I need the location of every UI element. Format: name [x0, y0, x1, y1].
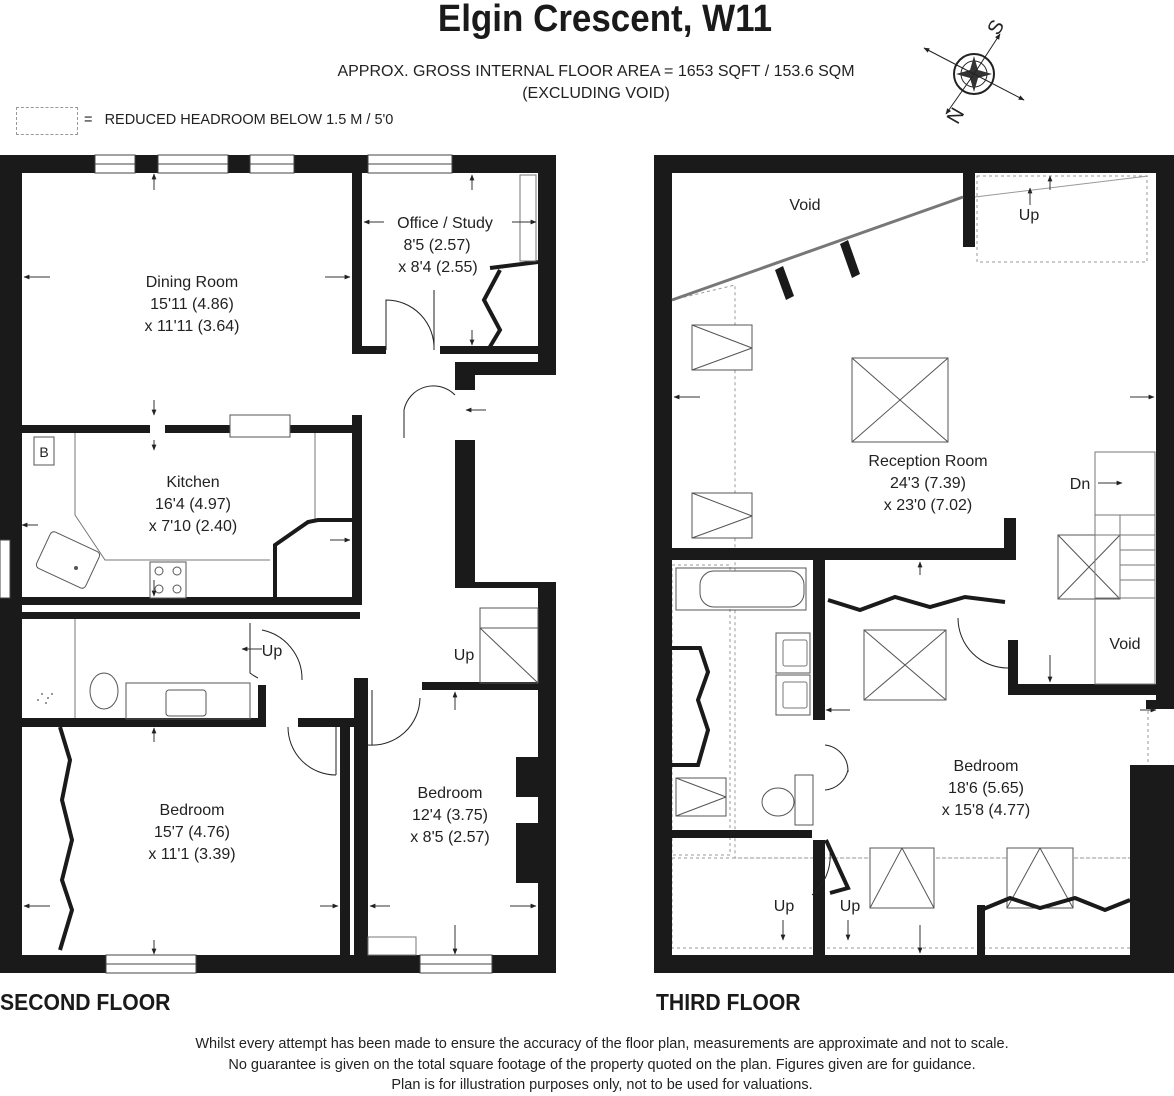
- compass-rose: S N: [923, 16, 1025, 128]
- bedroom-left-name: Bedroom: [160, 802, 225, 819]
- legend-text: = REDUCED HEADROOM BELOW 1.5 M / 5'0: [84, 112, 393, 128]
- reception-room-dim1: 24'3 (7.39): [890, 475, 966, 492]
- dining-room-name: Dining Room: [146, 274, 238, 291]
- area-line-1: APPROX. GROSS INTERNAL FLOOR AREA = 1653…: [337, 63, 855, 80]
- dining-room-dim2: x 11'11 (3.64): [145, 318, 240, 335]
- disclaimer-line-3: Plan is for illustration purposes only, …: [391, 1077, 813, 1093]
- office-dim2: x 8'4 (2.55): [398, 259, 478, 276]
- office-dim1: 8'5 (2.57): [403, 237, 470, 254]
- stairs-up-hall: Up: [454, 647, 475, 664]
- area-summary: APPROX. GROSS INTERNAL FLOOR AREA = 1653…: [296, 61, 896, 105]
- void-right-label: Void: [1109, 636, 1140, 653]
- stairs-up-bottom-left: Up: [774, 898, 795, 915]
- reception-room-dim2: x 23'0 (7.02): [884, 497, 972, 514]
- bedroom-left-dim2: x 11'1 (3.39): [148, 846, 235, 863]
- third-floor-plan: Void Up Reception Room 24'3 (7.39) x 23'…: [654, 155, 1174, 973]
- stairs-up-bottom-right: Up: [840, 898, 861, 915]
- bedroom-right-dim2: x 8'5 (2.57): [410, 829, 490, 846]
- stairs-up-top: Up: [1019, 207, 1040, 224]
- plan-title: Elgin Crescent, W11: [437, 0, 773, 40]
- disclaimer: Whilst every attempt has been made to en…: [0, 1034, 1174, 1096]
- bedroom-third-dim1: 18'6 (5.65): [948, 780, 1024, 797]
- kitchen-name: Kitchen: [166, 474, 219, 491]
- bedroom-left-dim1: 15'7 (4.76): [154, 824, 230, 841]
- stairs-down: Dn: [1070, 476, 1090, 493]
- bedroom-right-dim1: 12'4 (3.75): [412, 807, 488, 824]
- legend-swatch: [16, 107, 78, 135]
- disclaimer-line-1: Whilst every attempt has been made to en…: [195, 1036, 1009, 1052]
- dining-room-dim1: 15'11 (4.86): [150, 296, 234, 313]
- kitchen-dim1: 16'4 (4.97): [155, 496, 231, 513]
- compass-south: S: [983, 16, 1009, 39]
- compass-north: N: [943, 104, 969, 128]
- boiler-label: B: [39, 444, 48, 460]
- disclaimer-line-2: No guarantee is given on the total squar…: [228, 1056, 976, 1073]
- reception-room-name: Reception Room: [868, 453, 987, 470]
- office-name: Office / Study: [397, 215, 493, 232]
- void-top-label: Void: [789, 197, 820, 214]
- bedroom-right-name: Bedroom: [418, 785, 483, 802]
- second-floor-plan: B: [0, 154, 556, 974]
- kitchen-dim2: x 7'10 (2.40): [149, 518, 237, 535]
- legend-label: REDUCED HEADROOM BELOW 1.5 M / 5'0: [104, 112, 394, 128]
- bedroom-third-dim2: x 15'8 (4.77): [942, 802, 1030, 819]
- second-floor-label: SECOND FLOOR: [0, 989, 171, 1015]
- area-line-2: (EXCLUDING VOID): [522, 85, 670, 102]
- bedroom-third-name: Bedroom: [954, 758, 1019, 775]
- stairs-up-bathroom: Up: [262, 643, 283, 660]
- legend-equals: =: [84, 112, 93, 128]
- third-floor-label: THIRD FLOOR: [656, 989, 801, 1015]
